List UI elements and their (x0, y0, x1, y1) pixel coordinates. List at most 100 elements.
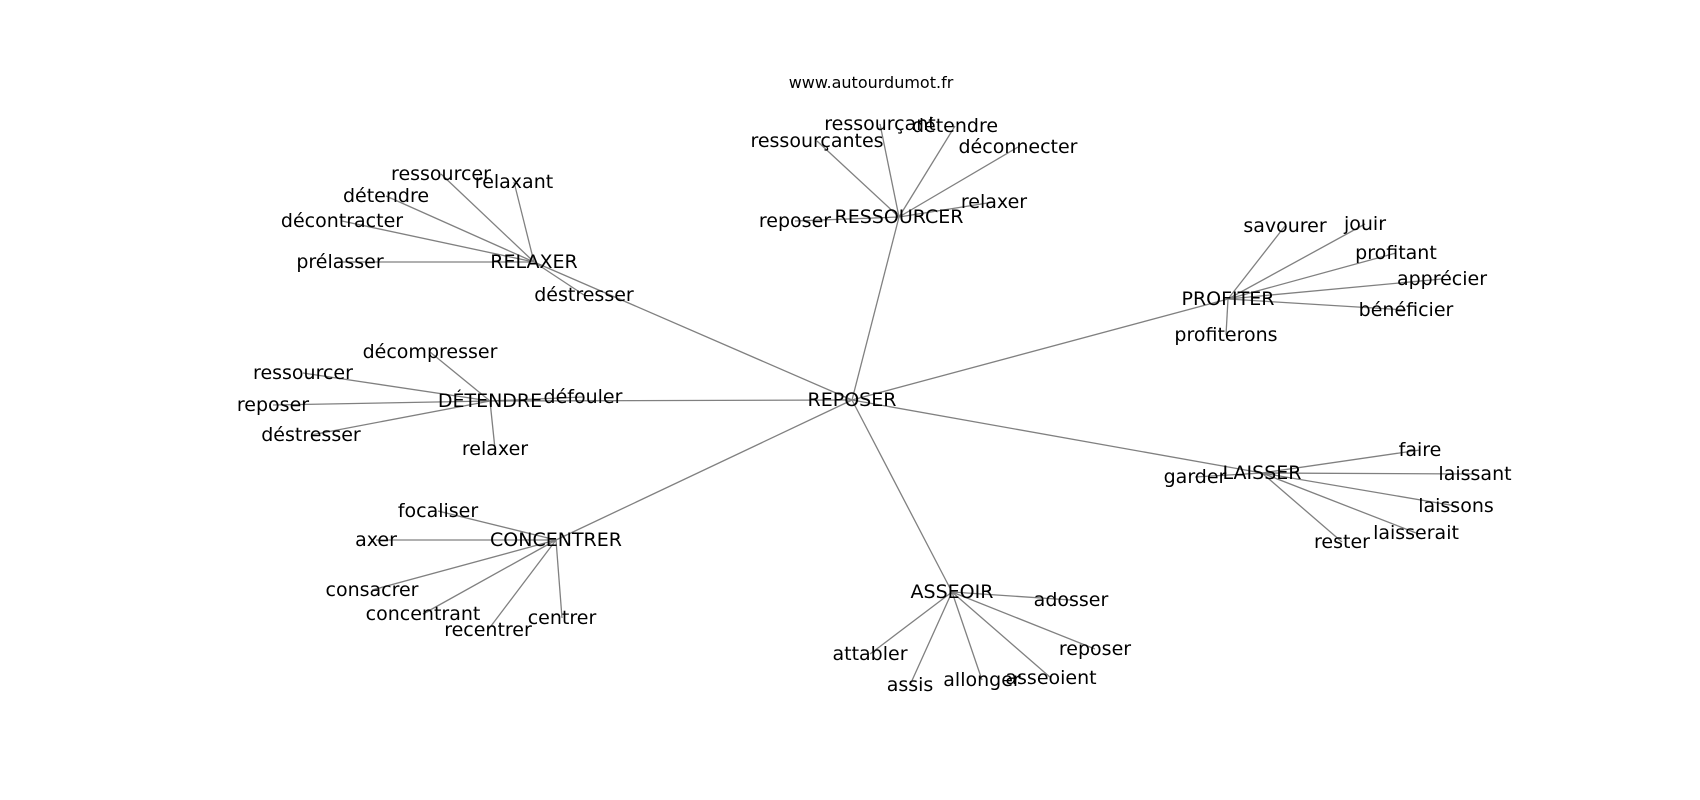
word-node-label: ressourçantes (750, 130, 883, 152)
edge-hub-word (1261, 472, 1457, 507)
edge-center-hub (851, 399, 953, 593)
word-node-label: centrer (528, 607, 597, 629)
edge-hub-word (1227, 278, 1443, 300)
word-node-label: reposer (237, 394, 309, 416)
word-node-label: déstresser (534, 284, 634, 306)
word-node-label: relaxer (961, 191, 1027, 213)
hub-node-label: ASSEOIR (911, 581, 994, 603)
edge-hub-word (489, 396, 584, 402)
edge-hub-word (951, 591, 1072, 601)
site-credit: www.autourdumot.fr (789, 73, 954, 92)
word-node-label: savourer (1243, 215, 1327, 237)
word-node-label: relaxer (462, 438, 528, 460)
edge-hub-word (1261, 472, 1417, 534)
edge-center-hub (851, 298, 1229, 401)
edge-hub-word (555, 539, 563, 619)
word-node-label: adosser (1034, 589, 1109, 611)
edge-hub-word (898, 201, 995, 218)
word-node-label: recentrer (444, 619, 532, 641)
word-node-label: faire (1399, 439, 1442, 461)
edge-hub-word (898, 125, 956, 218)
word-node-label: assis (887, 674, 934, 696)
edge-hub-word (302, 372, 491, 402)
edge-hub-word (1194, 472, 1263, 478)
edge-hub-word (909, 591, 953, 686)
hub-node-label: DÉTENDRE (438, 389, 542, 412)
hub-node-label: RESSOURCER (835, 206, 964, 228)
word-node-label: apprécier (1397, 268, 1487, 290)
word-node-label: consacrer (326, 579, 419, 601)
word-node-label: détendre (912, 115, 998, 137)
word-node-label: bénéficier (1359, 299, 1454, 321)
edge-hub-word (429, 351, 491, 402)
edge-hub-word (816, 140, 900, 218)
edge-hub-word (385, 195, 535, 263)
edge-hub-word (951, 591, 1096, 650)
word-node-label: jouir (1343, 213, 1386, 235)
word-node-label: déconnecter (959, 136, 1078, 158)
edge-hub-word (422, 539, 557, 615)
edges-layer (272, 123, 1476, 686)
hub-node-label: RELAXER (490, 251, 577, 273)
edge-hub-word (1261, 449, 1421, 474)
word-node-label: axer (355, 529, 397, 551)
edge-hub-word (869, 591, 953, 655)
word-node-label: reposer (1059, 638, 1131, 660)
center-node-label: REPOSER (808, 389, 897, 411)
edge-hub-word (1261, 472, 1343, 543)
hub-node-label: LAISSER (1223, 462, 1302, 484)
word-node-label: attabler (832, 643, 907, 665)
word-node-label: laissant (1438, 463, 1511, 485)
word-node-label: reposer (759, 210, 831, 232)
hub-node-label: PROFITER (1182, 288, 1275, 310)
edge-hub-word (487, 539, 557, 631)
edge-hub-word (310, 400, 491, 436)
edge-center-hub (555, 399, 853, 541)
edge-hub-word (489, 400, 496, 450)
word-node-label: ressourcer (391, 163, 491, 185)
word-node-label: allonger (943, 669, 1021, 691)
word-node-label: focaliser (398, 500, 479, 522)
edge-hub-word (1227, 298, 1407, 311)
edge-center-hub (851, 216, 900, 401)
edge-center-hub (489, 399, 853, 402)
word-node-label: garder (1164, 466, 1227, 488)
edge-hub-word (513, 181, 535, 263)
word-node-label: profiterons (1174, 324, 1277, 346)
edge-hub-word (1227, 252, 1397, 300)
word-node-label: ressourcer (253, 362, 353, 384)
word-node-label: détendre (343, 185, 429, 207)
word-node-label: rester (1314, 531, 1370, 553)
edge-hub-word (533, 261, 585, 296)
word-node-label: relaxant (475, 171, 553, 193)
word-node-label: prélasser (296, 251, 384, 273)
edge-hub-word (440, 173, 535, 263)
word-node-label: décompresser (363, 341, 498, 363)
word-node-label: défouler (544, 386, 623, 408)
edge-center-hub (851, 399, 1263, 474)
edge-hub-word (879, 123, 900, 218)
word-node-label: ressourçant (824, 113, 936, 135)
edge-hub-word (1261, 472, 1476, 475)
labels-layer: REPOSERRESSOURCERressourçantdétendreress… (237, 113, 1512, 696)
word-node-label: laissons (1418, 495, 1494, 517)
word-node-label: concentrant (366, 603, 481, 625)
word-node-label: laisserait (1373, 522, 1459, 544)
word-node-label: profitant (1355, 242, 1437, 264)
edge-hub-word (272, 400, 491, 406)
edge-hub-word (1225, 298, 1229, 336)
edge-hub-word (371, 539, 557, 591)
edge-hub-word (341, 220, 535, 263)
edge-hub-word (437, 510, 557, 541)
word-node-label: déstresser (261, 424, 361, 446)
edge-center-hub (533, 261, 853, 401)
word-node-label: asseoient (1005, 667, 1096, 689)
edge-hub-word (951, 591, 983, 681)
edge-hub-word (951, 591, 1052, 679)
edge-hub-word (1227, 223, 1366, 300)
edge-hub-word (1227, 225, 1286, 300)
hub-node-label: CONCENTRER (490, 529, 622, 551)
edge-hub-word (898, 146, 1019, 218)
word-node-label: décontracter (281, 210, 403, 232)
